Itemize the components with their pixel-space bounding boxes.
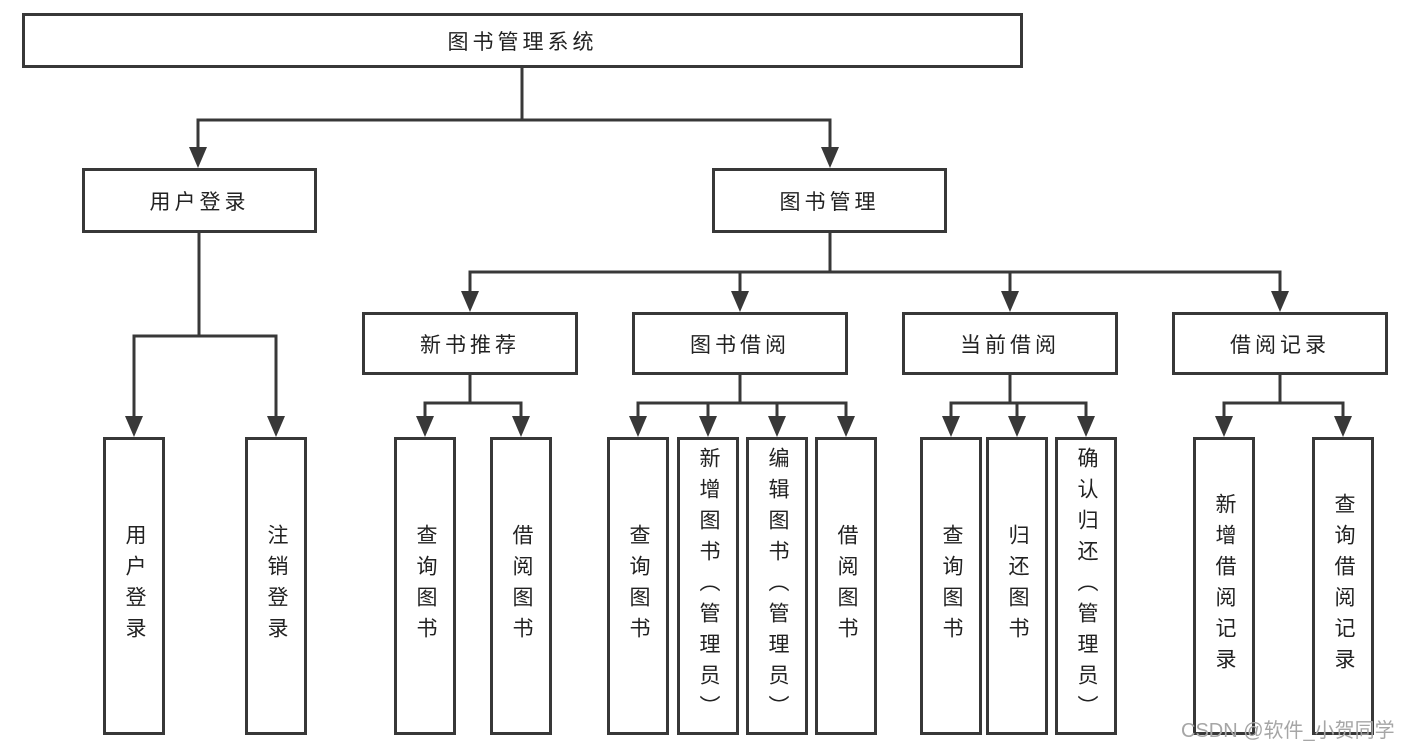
node-user-login: 用户登录 <box>82 168 317 233</box>
node-book-borrow: 图书借阅 <box>632 312 848 375</box>
csdn-watermark: CSDN @软件_小贺同学 <box>1181 720 1395 742</box>
leaf-user-login: 用户登录 <box>103 437 165 735</box>
leaf-query-books-current: 查询图书 <box>920 437 982 735</box>
leaf-query-borrow-record: 查询借阅记录 <box>1312 437 1374 735</box>
leaf-return-books: 归还图书 <box>986 437 1048 735</box>
leaf-logout: 注销登录 <box>245 437 307 735</box>
leaf-query-books-recommend: 查询图书 <box>394 437 456 735</box>
leaf-add-borrow-record: 新增借阅记录 <box>1193 437 1255 735</box>
node-library-management-system: 图书管理系统 <box>22 13 1023 68</box>
leaf-borrow-books: 借阅图书 <box>815 437 877 735</box>
leaf-query-books-borrow: 查询图书 <box>607 437 669 735</box>
leaf-borrow-books-recommend: 借阅图书 <box>490 437 552 735</box>
node-borrow-records: 借阅记录 <box>1172 312 1388 375</box>
leaf-confirm-return-admin: 确认归还（管理员） <box>1055 437 1117 735</box>
leaf-edit-books-admin: 编辑图书（管理员） <box>746 437 808 735</box>
node-book-management: 图书管理 <box>712 168 947 233</box>
leaf-add-books-admin: 新增图书（管理员） <box>677 437 739 735</box>
node-current-borrow: 当前借阅 <box>902 312 1118 375</box>
node-new-book-recommend: 新书推荐 <box>362 312 578 375</box>
